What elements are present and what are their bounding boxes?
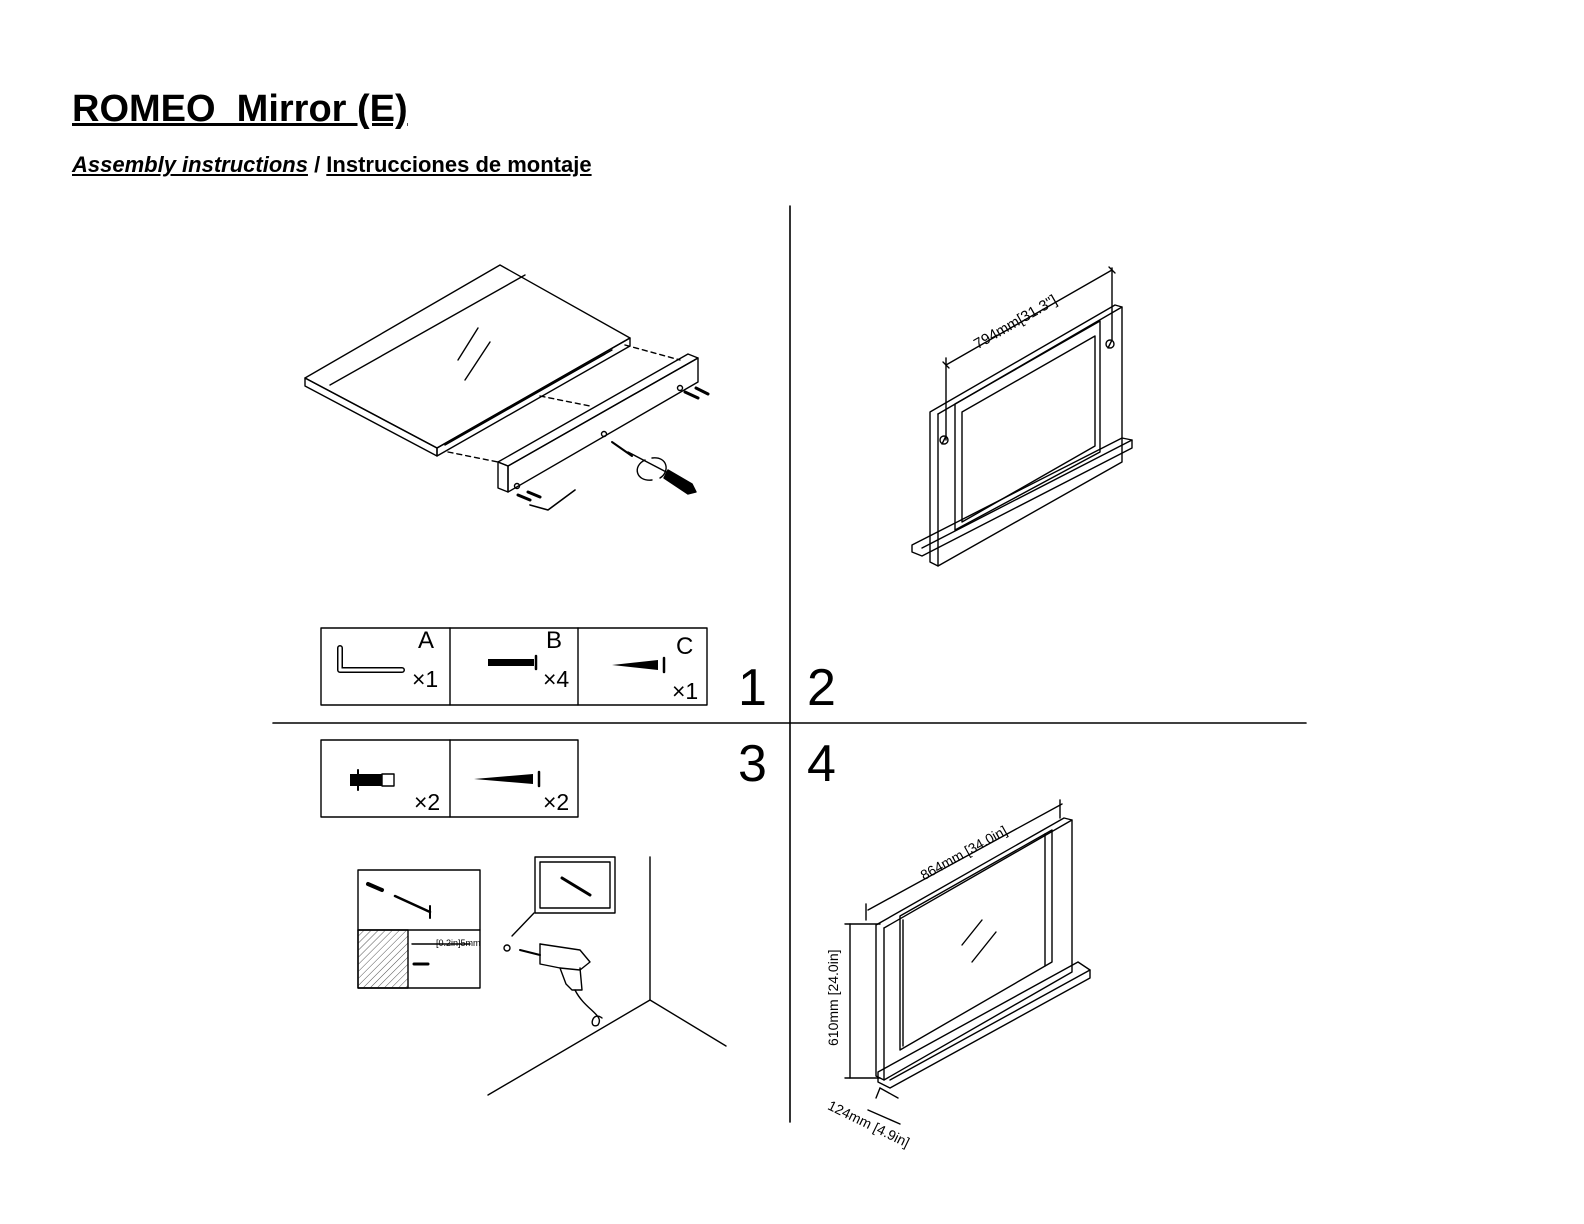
subtitle-spanish: Instrucciones de montaje (326, 152, 592, 177)
dimension-height: 610mm [24.0in] (825, 949, 841, 1047)
subtitle-english: Assembly instructions (72, 152, 308, 177)
subtitle: Assembly instructions / Instrucciones de… (72, 152, 592, 178)
part-c-letter: C (676, 633, 694, 660)
wall-screw-icon (474, 770, 541, 788)
step2-frame-illustration (911, 266, 1133, 567)
part-b-letter: B (546, 627, 563, 654)
allen-key-icon (337, 645, 405, 673)
wall-anchor-icon (350, 769, 395, 791)
part-c-qty: ×1 (672, 678, 699, 704)
anchor-qty: ×2 (414, 789, 441, 815)
part-a-qty: ×1 (412, 666, 439, 692)
step1-panel-illustration (304, 264, 710, 511)
part-b-qty: ×4 (543, 666, 570, 692)
step-number-3: 3 (738, 735, 767, 793)
wood-screw-icon (612, 656, 666, 674)
wall-screw-qty: ×2 (543, 789, 570, 815)
parts-box-bottom (320, 739, 579, 818)
step3-wall-drilling-illustration (357, 856, 727, 1096)
part-a-letter: A (418, 627, 435, 654)
dimension-drill-depth: [0.2in]5mm (436, 938, 481, 948)
step4-finished-mirror-illustration (844, 799, 1091, 1125)
step-number-2: 2 (807, 659, 836, 717)
step-number-1: 1 (738, 659, 767, 717)
parts-box-top (320, 627, 708, 706)
subtitle-separator: / (307, 152, 327, 177)
bolt-icon (488, 654, 538, 671)
page-title: ROMEO Mirror (E) (72, 88, 408, 130)
step-number-4: 4 (807, 735, 836, 793)
